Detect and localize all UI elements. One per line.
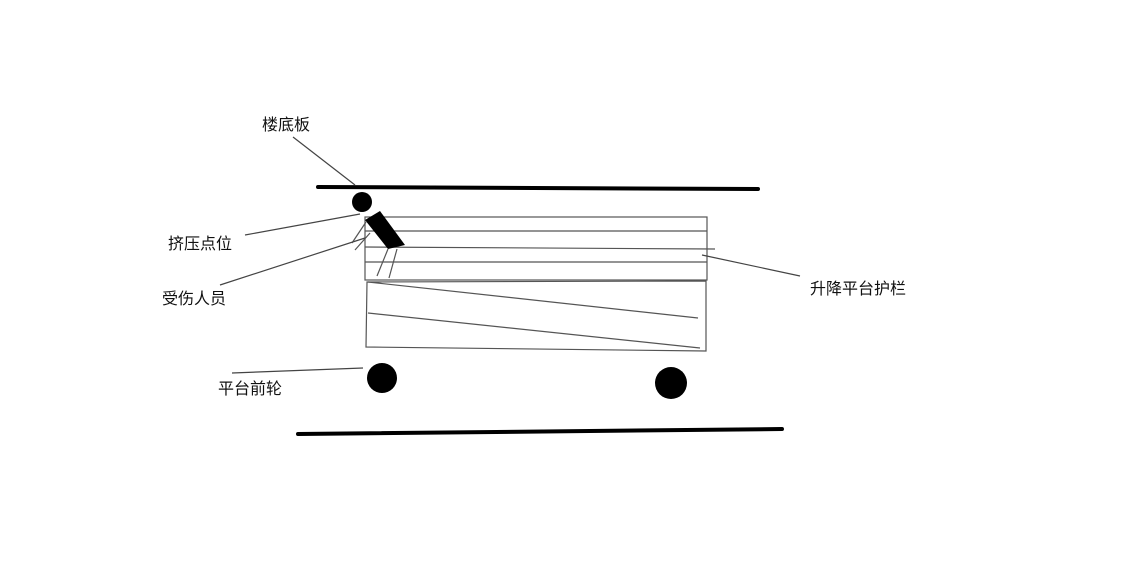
leader-guardrail [701,254,801,277]
head [352,192,372,212]
injured-person-figure [351,192,405,279]
label-pinch-point: 挤压点位 [168,234,232,253]
leader-front-wheel [231,367,364,374]
leader-pinch-point [244,213,361,236]
ground-bar [296,427,784,436]
label-injured-person: 受伤人员 [162,289,226,308]
leader-floor-slab [292,136,356,186]
floor-slab-bar [316,185,760,191]
label-floor-slab: 楼底板 [262,115,310,134]
torso [365,211,405,249]
label-lift-platform-guardrail: 升降平台护栏 [810,279,906,298]
guardrail [364,216,716,281]
label-platform-front-wheel: 平台前轮 [218,379,282,398]
front-wheel [367,363,397,393]
rear-wheel [655,367,687,399]
platform-body [365,280,707,352]
leader-injured-person [219,237,366,286]
